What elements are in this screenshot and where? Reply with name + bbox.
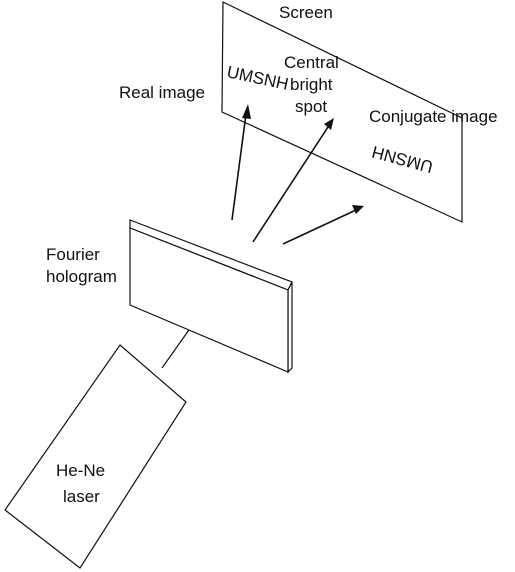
fourier-hologram-label-line1: Fourier: [46, 245, 100, 264]
he-ne-laser-label-line2: laser: [63, 487, 100, 506]
he-ne-laser-label-line1: He-Ne: [56, 461, 105, 480]
fourier-hologram-label-line2: hologram: [46, 267, 117, 286]
conjugate-image-arrow: [282, 205, 364, 245]
central-spot-label-line3: spot: [295, 97, 327, 116]
real-image-arrow: [231, 104, 251, 221]
conjugate-image-label: Conjugate image: [369, 107, 498, 126]
screen: [221, 1, 463, 223]
screen-label: Screen: [279, 3, 333, 22]
central-spot-arrow: [252, 118, 334, 243]
he-ne-laser: [4, 344, 187, 569]
real-image-label: Real image: [119, 83, 205, 102]
central-spot-label-line1: Central: [284, 53, 339, 72]
central-spot-label-line2: bright: [290, 75, 333, 94]
fourier-hologram: [129, 219, 293, 374]
